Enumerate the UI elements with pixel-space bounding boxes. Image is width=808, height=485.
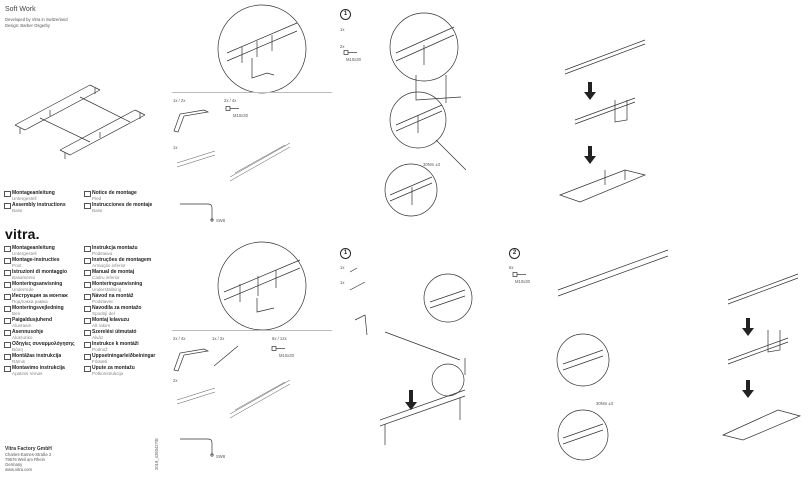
language-flag-icon — [4, 203, 11, 209]
company-name: Vitra Factory GmbH — [5, 446, 52, 452]
language-flag-icon — [4, 330, 11, 336]
qty-label: 2x — [173, 378, 178, 383]
leg-part-illustration — [173, 348, 210, 372]
language-flag-icon — [4, 282, 11, 288]
base-frame-illustration-top — [14, 84, 146, 159]
developed-line: Developed by Vitra in Switzerland — [5, 17, 68, 22]
language-flag-icon — [84, 330, 91, 336]
language-flag-icon — [4, 258, 11, 264]
language-flag-icon — [84, 318, 91, 324]
screw-label: M10x30 — [279, 353, 294, 358]
language-flag-icon — [84, 366, 91, 372]
language-flag-icon — [4, 318, 11, 324]
section-divider — [172, 330, 332, 331]
section-divider — [172, 92, 332, 93]
document-code: 2019_4293427/E — [154, 438, 159, 470]
screw-label: M10x30 — [233, 113, 248, 118]
arrow-down-icon — [584, 146, 596, 164]
tool-label: SW8 — [216, 454, 226, 459]
sofa-assembly-overview-top — [558, 39, 647, 203]
screw-icon — [225, 106, 239, 111]
allen-key-icon — [180, 438, 214, 457]
frame-rails-illustration-bottom — [176, 379, 291, 419]
language-flag-icon — [4, 306, 11, 312]
screw-label: M10x30 — [515, 279, 530, 284]
rod-part-illustration — [213, 345, 239, 367]
qty-label: 1x — [340, 280, 345, 285]
product-title: Soft Work — [5, 6, 36, 13]
language-flag-icon — [84, 258, 91, 264]
screw-icon — [512, 272, 526, 277]
design-line: Design: Barber Osgerby — [5, 23, 50, 28]
language-flag-icon — [84, 282, 91, 288]
language-flag-icon — [84, 342, 91, 348]
qty-label: 1x — [340, 27, 345, 32]
language-flag-icon — [4, 366, 11, 372]
qty-label: 2x / 4x — [173, 336, 186, 341]
assembly-step-1-bottom-illustration — [349, 267, 473, 445]
assembly-step-2-illustration — [556, 249, 669, 461]
detail-circle-bottom — [217, 241, 307, 331]
qty-label: 1x / 2x — [173, 98, 186, 103]
leg-part-illustration — [173, 109, 210, 133]
language-flag-icon — [4, 342, 11, 348]
qty-label: 2x / 4x — [224, 98, 237, 103]
city: 79576 Weil am Rhein — [5, 457, 45, 463]
street: Charles-Eames-Straße 2 — [5, 452, 52, 458]
language-flag-icon — [84, 294, 91, 300]
arrow-down-icon — [584, 82, 596, 100]
qty-label: 1x — [173, 145, 178, 150]
assembly-step-1-top-illustration — [384, 12, 467, 217]
allen-key-icon — [180, 203, 214, 222]
language-flag-icon — [4, 354, 11, 360]
screw-icon — [271, 346, 285, 351]
language-flag-icon — [84, 203, 91, 209]
language-flag-icon — [84, 191, 91, 197]
arrow-down-icon — [405, 390, 417, 410]
language-flag-icon — [84, 246, 91, 252]
qty-label: 6x / 12x — [272, 336, 287, 341]
company-address: Vitra Factory GmbH Charles-Eames-Straße … — [5, 446, 52, 472]
frame-rails-illustration-top — [176, 142, 291, 182]
tool-label: SW8 — [216, 218, 226, 223]
language-flag-icon — [84, 354, 91, 360]
step-number: 1 — [340, 9, 351, 20]
screw-icon — [343, 50, 357, 55]
arrow-down-icon — [742, 318, 754, 336]
step-number: 2 — [509, 248, 520, 259]
qty-label: 1x / 2x — [212, 336, 225, 341]
qty-label: 6x — [509, 265, 514, 270]
screw-label: M10x30 — [346, 57, 361, 62]
torque-label: 30Nm ±3 — [423, 162, 440, 167]
sofa-assembly-overview-bottom — [721, 273, 802, 441]
torque-label: 30Nm ±3 — [596, 401, 613, 406]
language-flag-icon — [84, 306, 91, 312]
qty-label: 1x — [340, 265, 345, 270]
vitra-logo: vitra. — [5, 226, 40, 242]
language-flag-icon — [4, 246, 11, 252]
language-flag-icon — [84, 270, 91, 276]
language-flag-icon — [4, 191, 11, 197]
arrow-down-icon — [742, 380, 754, 398]
qty-label: 2x — [340, 44, 345, 49]
detail-circle-top — [217, 4, 307, 94]
language-flag-icon — [4, 294, 11, 300]
language-flag-icon — [4, 270, 11, 276]
website: www.vitra.com — [5, 467, 32, 473]
country: Germany — [5, 462, 23, 468]
step-number: 1 — [340, 248, 351, 259]
